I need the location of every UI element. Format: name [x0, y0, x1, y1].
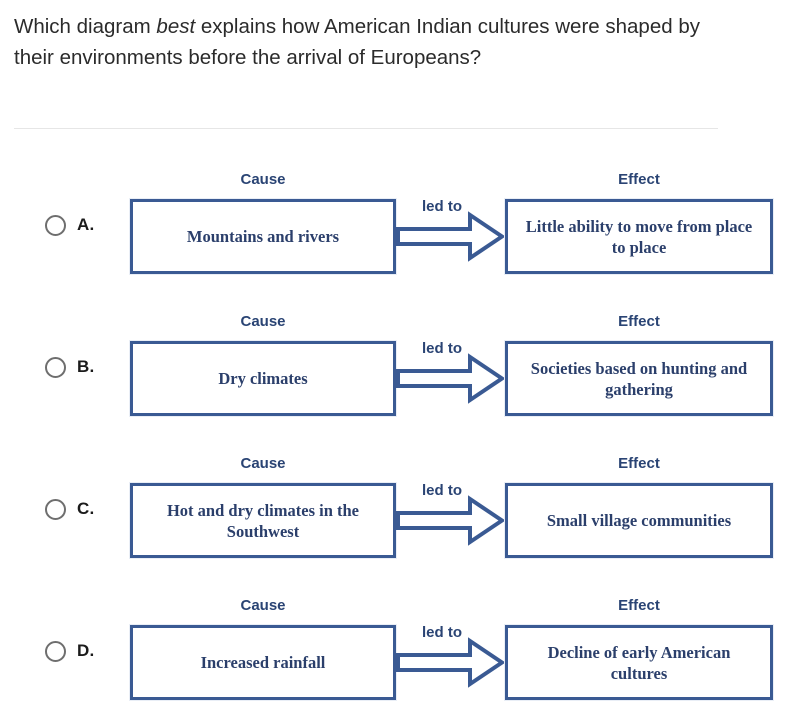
option-d-effect-box: Decline of early American cultures	[504, 624, 774, 701]
option-a-cause-text: Mountains and rivers	[186, 227, 340, 246]
option-c-cause-text: Hot and dry climates in the Southwest	[166, 500, 360, 541]
cause-header: Cause	[240, 171, 286, 188]
option-c-radio-group[interactable]: C.	[45, 494, 125, 524]
option-a-letter: A.	[77, 215, 95, 234]
option-c-effect-text: Small village communities	[546, 511, 732, 530]
option-c-connector-label: led to	[422, 482, 462, 499]
radio-unselected-icon[interactable]	[45, 640, 66, 662]
effect-header: Effect	[618, 597, 660, 614]
option-d-radio-group[interactable]: D.	[45, 636, 125, 666]
answer-option-b[interactable]: B. Cause Effect Dry climates led to Soci…	[0, 302, 809, 444]
option-a-radio-group[interactable]: A.	[45, 210, 125, 240]
block-arrow-right-icon	[396, 199, 505, 274]
option-d-cause-box: Increased rainfall	[129, 624, 397, 701]
option-a-diagram: Cause Effect Mountains and rivers led to…	[129, 160, 775, 302]
option-a-effect-box: Little ability to move from place to pla…	[504, 198, 774, 275]
option-b-effect-box: Societies based on hunting and gathering	[504, 340, 774, 417]
option-c-effect-box: Small village communities	[504, 482, 774, 559]
question-emphasis-word: best	[156, 15, 196, 38]
question-stem: Which diagram best explains how American…	[14, 11, 726, 73]
option-d-connector-label: led to	[422, 624, 462, 641]
option-c-diagram: Cause Effect Hot and dry climates in the…	[129, 444, 775, 586]
effect-header: Effect	[618, 171, 660, 188]
radio-unselected-icon[interactable]	[45, 214, 66, 236]
radio-unselected-icon[interactable]	[45, 356, 66, 378]
question-text-part-1: Which diagram	[14, 15, 157, 38]
option-b-diagram: Cause Effect Dry climates led to Societi…	[129, 302, 775, 444]
question-text-part-2: explains how American Indian cultures we…	[14, 15, 700, 69]
option-b-cause-text: Dry climates	[218, 369, 308, 388]
block-arrow-right-icon	[396, 483, 505, 558]
answer-option-d[interactable]: D. Cause Effect Increased rainfall led t…	[0, 586, 809, 728]
option-b-effect-text: Societies based on hunting and gathering	[530, 358, 748, 399]
effect-header: Effect	[618, 313, 660, 330]
option-d-cause-text: Increased rainfall	[200, 653, 326, 672]
option-b-letter: B.	[77, 357, 95, 376]
option-a-effect-text: Little ability to move from place to pla…	[525, 216, 753, 257]
option-a-cause-box: Mountains and rivers	[129, 198, 397, 275]
cause-header: Cause	[240, 455, 286, 472]
block-arrow-right-icon	[396, 625, 505, 700]
answer-option-c[interactable]: C. Cause Effect Hot and dry climates in …	[0, 444, 809, 586]
answer-option-a[interactable]: A. Cause Effect Mountains and rivers led…	[0, 160, 809, 302]
option-c-letter: C.	[77, 499, 95, 518]
horizontal-divider	[14, 128, 718, 129]
radio-unselected-icon[interactable]	[45, 498, 66, 520]
option-d-effect-text: Decline of early American cultures	[547, 642, 731, 683]
option-d-letter: D.	[77, 641, 95, 660]
effect-header: Effect	[618, 455, 660, 472]
cause-header: Cause	[240, 313, 286, 330]
block-arrow-right-icon	[396, 341, 505, 416]
option-a-connector-label: led to	[422, 198, 462, 215]
option-b-cause-box: Dry climates	[129, 340, 397, 417]
option-b-radio-group[interactable]: B.	[45, 352, 125, 382]
option-d-diagram: Cause Effect Increased rainfall led to D…	[129, 586, 775, 728]
cause-header: Cause	[240, 597, 286, 614]
answer-options-list: A. Cause Effect Mountains and rivers led…	[0, 160, 809, 728]
option-b-connector-label: led to	[422, 340, 462, 357]
option-c-cause-box: Hot and dry climates in the Southwest	[129, 482, 397, 559]
